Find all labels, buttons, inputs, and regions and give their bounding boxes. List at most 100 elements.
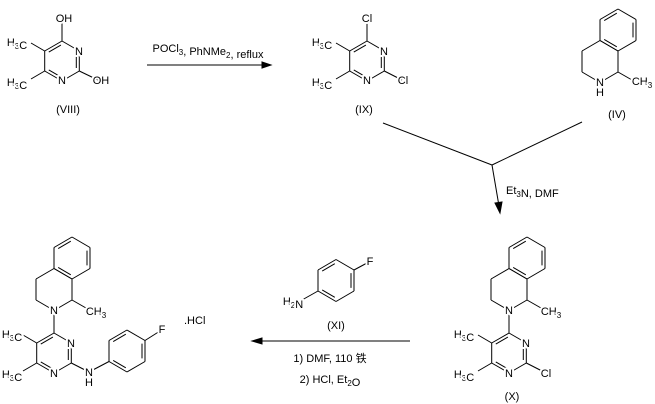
compound-VIII: OH N N OH H3C H3C (VIII) [5, 11, 111, 116]
bond [79, 70, 99, 81]
bond [35, 299, 55, 311]
double-bond [48, 44, 62, 53]
bond [526, 268, 546, 280]
atom-amine: H2N [283, 296, 303, 311]
bond [349, 40, 368, 52]
bond [599, 8, 619, 20]
double-bond [321, 289, 336, 298]
double-bond [112, 360, 127, 369]
bond [349, 70, 368, 82]
atom-n: N [505, 368, 513, 380]
bond [335, 259, 355, 271]
compound-IX: Cl N N Cl H3C H3C (IX) [310, 11, 410, 116]
double-bond [57, 267, 72, 276]
compound-label: (XI) [327, 320, 345, 332]
bond [317, 290, 337, 302]
bond [144, 330, 161, 341]
atom-n: N [380, 46, 388, 58]
arrow-step3 [250, 337, 410, 345]
atom-n: N [67, 338, 75, 350]
bond [508, 332, 527, 344]
atom-methyl: H3C [2, 329, 22, 344]
bond [581, 40, 601, 52]
atom-n: N [522, 338, 530, 350]
step3-conditions-1: 1) DMF, 110 铁 [293, 352, 366, 365]
compound-XI: H2N F (XI) [281, 254, 376, 332]
bond [366, 40, 385, 52]
atom-n: N [58, 75, 66, 87]
bond [508, 236, 528, 248]
compound-IV: N H CH3 (IV) [594, 74, 655, 121]
compound-X: N CH3 N N Cl H3C H3C (X) [452, 303, 564, 403]
atom-cl: Cl [398, 75, 408, 87]
bond [36, 362, 55, 374]
double-bond [321, 263, 336, 272]
double-bond [112, 333, 127, 342]
bond [491, 332, 510, 344]
atom-n: N [363, 75, 371, 87]
bond [335, 290, 355, 302]
atom-methyl: H3C [454, 369, 474, 384]
double-bond [603, 39, 618, 48]
double-bond [512, 240, 527, 249]
atom-nh: N [85, 367, 93, 379]
bond [108, 329, 128, 341]
bond [53, 362, 72, 374]
bond [490, 299, 510, 311]
bond-methyl [335, 42, 350, 52]
atom-n: N [50, 305, 58, 317]
hcl-salt: .HCl [184, 315, 205, 327]
bond [353, 262, 368, 271]
bond [384, 70, 403, 81]
bond [599, 40, 619, 52]
atom-f: F [159, 324, 166, 336]
atom-methyl: CH3 [541, 306, 562, 320]
bond [581, 71, 601, 83]
atom-n: N [50, 368, 58, 380]
step3-conditions-2: 2) HCl, Et2O [300, 374, 361, 389]
bond [61, 70, 80, 82]
bond [108, 361, 128, 373]
bond [301, 290, 319, 301]
compound-label: (VIII) [56, 104, 80, 116]
bond [44, 70, 63, 82]
atom-methyl: H3C [312, 77, 332, 92]
bond [366, 70, 385, 82]
bond [35, 268, 55, 280]
bond [508, 268, 528, 280]
compound-label: (IX) [355, 104, 373, 116]
bond [617, 8, 637, 20]
bond-methyl [335, 70, 350, 80]
atom-methyl: H3C [2, 369, 22, 384]
bond [526, 362, 545, 373]
double-bond [48, 69, 62, 78]
bond-methyl [22, 362, 37, 372]
double-bond [353, 44, 367, 53]
atom-f: F [367, 256, 374, 268]
atom-methyl: CH3 [632, 76, 653, 90]
atom-oh: OH [56, 13, 73, 25]
bond [36, 332, 55, 344]
bond [599, 71, 619, 83]
bond-methyl [22, 334, 37, 344]
bond-methyl [477, 362, 492, 372]
atom-cl: Cl [362, 13, 372, 25]
double-bond [495, 336, 509, 345]
bond [71, 236, 91, 248]
compound-product: N CH3 N N N H F H3C H3C .HCl [0, 303, 205, 389]
compound-label: (X) [505, 391, 520, 403]
bond [490, 268, 510, 280]
bond [617, 40, 637, 52]
bond [491, 362, 510, 374]
bond [61, 40, 80, 52]
bond [53, 268, 73, 280]
bond [508, 362, 527, 374]
atom-methyl: CH3 [86, 306, 107, 320]
atom-n: N [75, 46, 83, 58]
double-bond [512, 267, 527, 276]
atom-oh: OH [93, 75, 110, 87]
double-bond [603, 12, 618, 21]
atom-methyl: H3C [7, 37, 27, 52]
bond-methyl [30, 70, 45, 80]
